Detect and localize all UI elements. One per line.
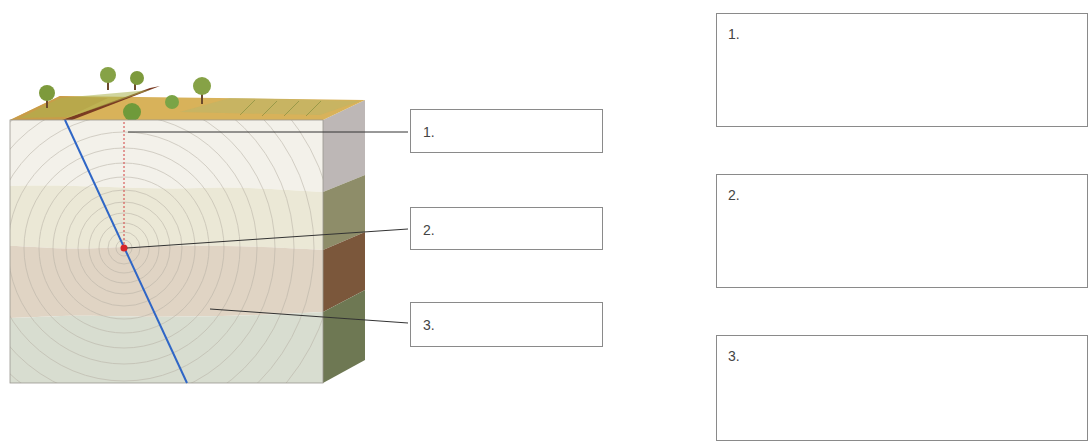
callout-number: 1.: [423, 124, 435, 140]
answer-box: 1.: [716, 13, 1088, 127]
hypocenter-dot: [121, 245, 128, 252]
epicenter-dashed-line: [124, 122, 125, 246]
callout-number: 2.: [423, 222, 435, 238]
fault-line: [65, 120, 187, 383]
callout-number: 1.: [728, 26, 740, 42]
callout-box: 2.: [410, 207, 603, 250]
block-top-surface: [10, 86, 365, 120]
leader-lines: [127, 132, 408, 323]
block-outline: [10, 120, 323, 383]
answer-box: 2.: [716, 174, 1088, 288]
seismic-waves: [10, 120, 323, 383]
block-side-face: [323, 100, 365, 383]
rock-layers: [10, 120, 323, 383]
callout-box: 3.: [410, 302, 603, 347]
callout-number: 2.: [728, 187, 740, 203]
callout-number: 3.: [423, 317, 435, 333]
callout-box: 1.: [410, 109, 603, 153]
callout-number: 3.: [728, 348, 740, 364]
answer-box: 3.: [716, 335, 1088, 441]
tree-icons: [39, 67, 211, 121]
